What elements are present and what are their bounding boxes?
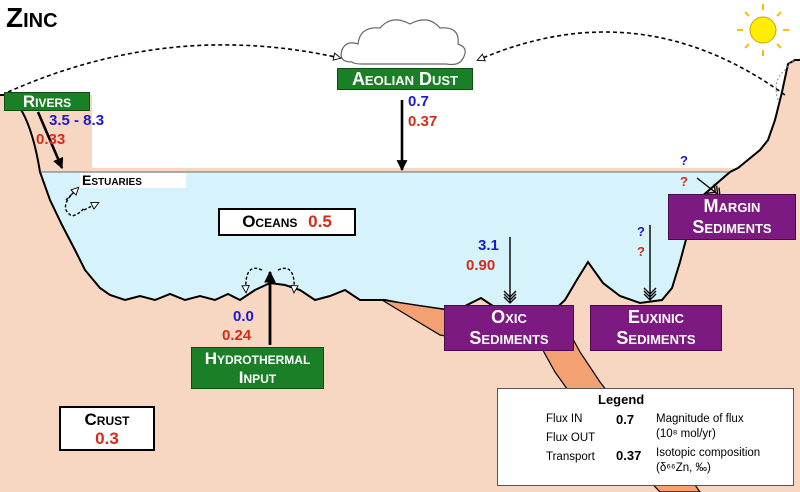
margin-flux-out-arrow (696, 177, 721, 198)
hydrothermal-isotope-value: 0.24 (222, 327, 252, 344)
euxinic-flux-value: ? (637, 224, 645, 239)
aeolian-isotope-value: 0.37 (408, 113, 438, 130)
rivers-flux-value: 3.5 - 8.3 (49, 112, 105, 129)
margin-flux-value: ? (680, 153, 688, 168)
margin-sediments-label: Margin Sediments (668, 194, 796, 240)
oxic-flux-value: 3.1 (478, 237, 499, 254)
euxinic-isotope-value: ? (637, 244, 645, 259)
legend-isotope-label-1: Isotopic composition (656, 447, 761, 459)
rivers-label: Rivers (4, 92, 90, 111)
euxinic-sediments-label: Euxinic Sediments (590, 305, 722, 351)
vent-loop-left (246, 267, 263, 292)
margin-label-line2: Sediments (692, 217, 772, 237)
ocean-water (40, 172, 730, 320)
crust-box: Crust 0.3 (59, 406, 155, 451)
crust-label: Crust (84, 410, 130, 429)
hydrothermal-flux-value: 0.0 (233, 308, 254, 325)
euxinic-label-line1: Euxinic (627, 307, 685, 327)
oxic-sediments-label: Oxic Sediments (444, 305, 574, 351)
cliff-spray (775, 59, 796, 101)
aeolian-flux-value: 0.7 (408, 93, 429, 110)
oceans-label: Oceans (242, 212, 298, 231)
hydrothermal-input-label: Hydrothermal Input (191, 347, 324, 389)
legend-magnitude-label-2: (10⁸ mol/yr) (656, 428, 716, 440)
legend-magnitude-example: 0.7 (616, 412, 635, 427)
oxic-label-line2: Sediments (469, 328, 549, 348)
estuary-arrow-up (65, 188, 78, 201)
legend-isotope-label-2: (δ⁶⁶Zn, ‰) (656, 462, 711, 474)
legend-magnitude-label-1: Magnitude of flux (656, 413, 744, 425)
crust-isotope-value: 0.3 (95, 429, 119, 448)
transport-arc-left (7, 44, 340, 93)
estuary-arrow-right (83, 203, 98, 211)
sun-icon (737, 4, 789, 56)
diagram-title: Zinc (6, 2, 58, 33)
transport-arc-right (478, 31, 786, 96)
oxic-label-line1: Oxic (491, 307, 527, 327)
cloud-icon (340, 19, 466, 66)
legend-flux-in-label: Flux IN (546, 413, 583, 425)
rivers-flux-in-arrow (36, 111, 64, 170)
estuaries-label: Estuaries (80, 173, 186, 188)
aeolian-dust-label: Aeolian Dust (337, 68, 473, 90)
legend-flux-out-label: Flux OUT (546, 432, 596, 444)
oxic-isotope-value: 0.90 (466, 257, 496, 274)
legend-transport-label: Transport (546, 451, 595, 463)
margin-isotope-value: ? (680, 174, 688, 189)
hydrothermal-label-line1: Hydrothermal (204, 349, 311, 368)
oceans-box: Oceans 0.5 (218, 208, 356, 236)
legend-title: Legend (598, 392, 645, 407)
euxinic-label-line2: Sediments (616, 328, 696, 348)
rivers-isotope-value: 0.33 (36, 131, 66, 148)
vent-loop-right (277, 267, 294, 292)
legend-isotope-example: 0.37 (616, 448, 642, 463)
margin-label-line1: Margin (703, 196, 761, 216)
hydrothermal-label-line2: Input (238, 368, 277, 387)
estuary-loop-up (64, 191, 85, 217)
legend-box: Legend Flux IN Flux OUT Transport 0.7 Ma… (497, 388, 794, 486)
oceans-isotope-value: 0.5 (308, 212, 332, 231)
